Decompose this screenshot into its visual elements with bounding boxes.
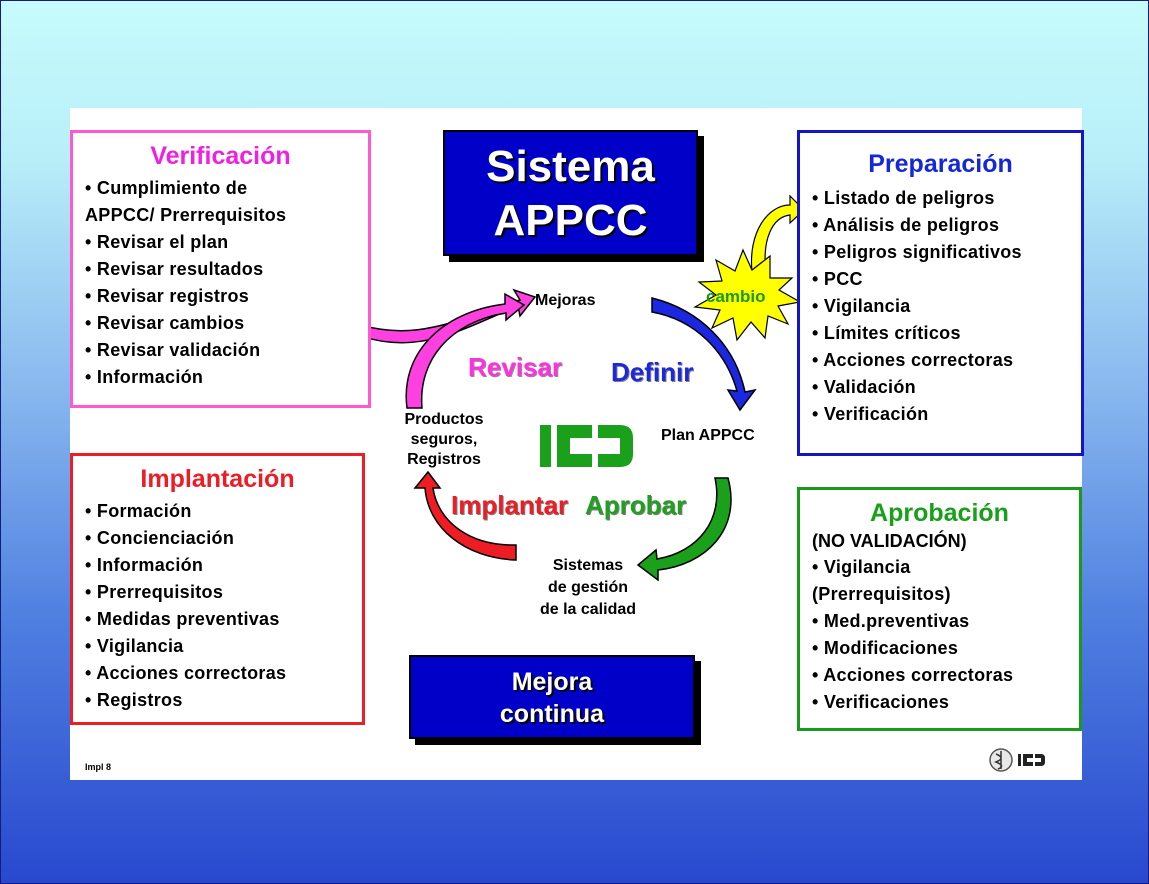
- revisar-label: Revisar: [468, 352, 562, 382]
- list-item: • Peligros significativos: [812, 242, 1022, 262]
- list-item: • Información: [85, 555, 204, 575]
- verificacion-title: Verificación: [150, 142, 291, 170]
- mejora-line2: continua: [499, 700, 605, 728]
- implantacion-title: Implantación: [140, 465, 295, 493]
- preparacion-box: Preparación • Listado de peligros • Anál…: [797, 130, 1084, 456]
- sistemas-line1: Sistemas: [552, 557, 624, 574]
- list-item: • PCC: [812, 269, 863, 289]
- aprobacion-title: Aprobación: [870, 499, 1009, 527]
- aprobacion-box: Aprobación (NO VALIDACIÓN) • Vigilancia …: [797, 487, 1082, 731]
- arrow-productos-to-mejoras: [405, 292, 526, 409]
- list-item: • Revisar el plan: [85, 232, 229, 252]
- list-item: • Medidas preventivas: [85, 609, 280, 629]
- list-item: • Cumplimiento de: [85, 178, 248, 198]
- list-item: • Modificaciones: [812, 638, 959, 658]
- list-item: • Vigilancia: [812, 296, 911, 316]
- list-item: • Validación: [812, 377, 916, 397]
- productos-line3: Registros: [407, 451, 481, 468]
- arrow-mejoras-to-plan: [651, 297, 757, 412]
- mejoras-label: Mejoras: [535, 292, 596, 309]
- icd-footer-logo: [1018, 754, 1045, 766]
- list-item: • Vigilancia: [812, 557, 911, 577]
- list-item: • Listado de peligros: [812, 188, 995, 208]
- plan-appcc-label: Plan APPCC: [661, 427, 755, 444]
- list-item: • Formación: [85, 501, 192, 521]
- sistemas-line3: de la calidad: [539, 601, 637, 618]
- verificacion-box: Verificación • Cumplimiento de APPCC/ Pr…: [70, 130, 371, 408]
- who-emblem-icon: [989, 748, 1013, 772]
- implantacion-box: Implantación • Formación • Concienciació…: [70, 453, 365, 725]
- sistema-title-line1: Sistema: [486, 142, 655, 191]
- cambio-burst: [693, 248, 802, 342]
- list-item: (Prerrequisitos): [812, 584, 951, 604]
- list-item: • Información: [85, 367, 204, 387]
- definir-label: Definir: [611, 357, 694, 387]
- sistema-title-line2: APPCC: [493, 196, 648, 245]
- list-item: • Acciones correctoras: [812, 350, 1014, 370]
- verificacion-list: • Cumplimiento de APPCC/ Prerrequisitos …: [85, 175, 356, 391]
- arrow-sistemas-to-productos: [413, 470, 517, 561]
- list-item: • Revisar cambios: [85, 313, 245, 333]
- list-item: APPCC/ Prerrequisitos: [85, 205, 287, 225]
- aprobar-label: Aprobar: [585, 490, 687, 520]
- list-item: • Límites críticos: [812, 323, 961, 343]
- mejora-continua-box: Mejora continua: [409, 655, 695, 739]
- implantar-label: Implantar: [451, 490, 569, 520]
- list-item: • Análisis de peligros: [812, 215, 1000, 235]
- preparacion-list: • Listado de peligros • Análisis de peli…: [812, 185, 1069, 428]
- list-item: • Revisar registros: [85, 286, 250, 306]
- list-item: • Verificación: [812, 404, 929, 424]
- list-item: • Prerrequisitos: [85, 582, 224, 602]
- slide-id: Impl 8: [85, 762, 112, 772]
- aprobacion-list: • Vigilancia (Prerrequisitos) • Med.prev…: [812, 554, 1067, 716]
- list-item: • Registros: [85, 690, 183, 710]
- cambio-label: cambio: [706, 287, 766, 306]
- sistema-appcc-title: Sistema APPCC: [443, 130, 698, 256]
- productos-line2: seguros,: [410, 431, 478, 448]
- productos-label: Productos seguros, Registros: [385, 410, 503, 470]
- icd-center-logo: [540, 425, 633, 467]
- productos-line1: Productos: [404, 411, 484, 428]
- implantacion-list: • Formación • Concienciación • Informaci…: [85, 498, 350, 714]
- aprobacion-subtitle: (NO VALIDACIÓN): [812, 531, 967, 551]
- list-item: • Revisar resultados: [85, 259, 264, 279]
- list-item: • Acciones correctoras: [812, 665, 1014, 685]
- list-item: • Acciones correctoras: [85, 663, 287, 683]
- list-item: • Med.preventivas: [812, 611, 970, 631]
- list-item: • Verificaciones: [812, 692, 950, 712]
- preparacion-title: Preparación: [868, 150, 1013, 178]
- sistemas-label: Sistemas de gestión de la calidad: [523, 555, 653, 621]
- list-item: • Concienciación: [85, 528, 235, 548]
- arrow-plan-to-sistemas: [636, 477, 732, 582]
- list-item: • Vigilancia: [85, 636, 184, 656]
- mejora-line1: Mejora: [511, 668, 593, 696]
- sistemas-line2: de gestión: [547, 579, 628, 596]
- list-item: • Revisar validación: [85, 340, 261, 360]
